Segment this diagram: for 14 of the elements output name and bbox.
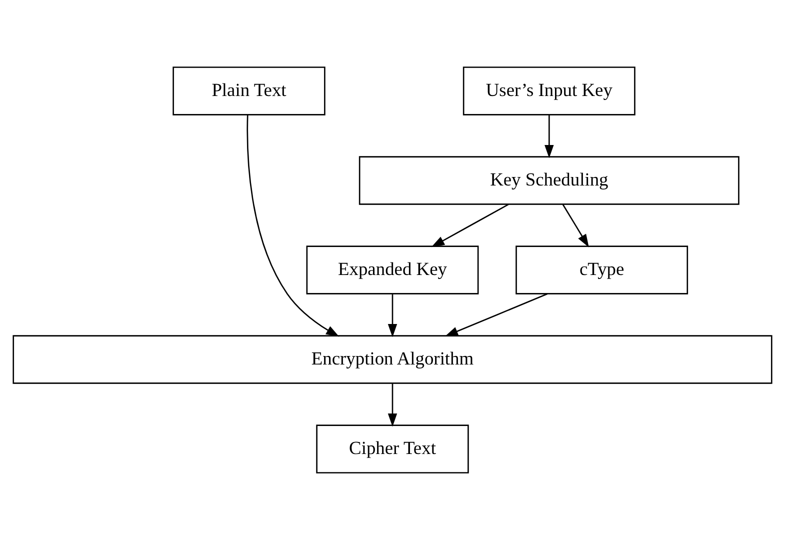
node-box: Encryption Algorithm [12,334,772,384]
node-box: Expanded Key [306,245,479,294]
arrow [388,383,398,426]
node-box: User’s Input Key [462,66,636,115]
node-box: Cipher Text [316,424,469,473]
arrow [431,203,509,247]
node-box: cType [516,245,688,294]
arrow [562,204,589,247]
arrow [246,114,340,336]
arrow [544,114,554,158]
node-box: Plain Text [172,66,326,115]
arrow [388,294,398,337]
arrow [444,292,548,336]
node-box: Key Scheduling [358,156,740,204]
